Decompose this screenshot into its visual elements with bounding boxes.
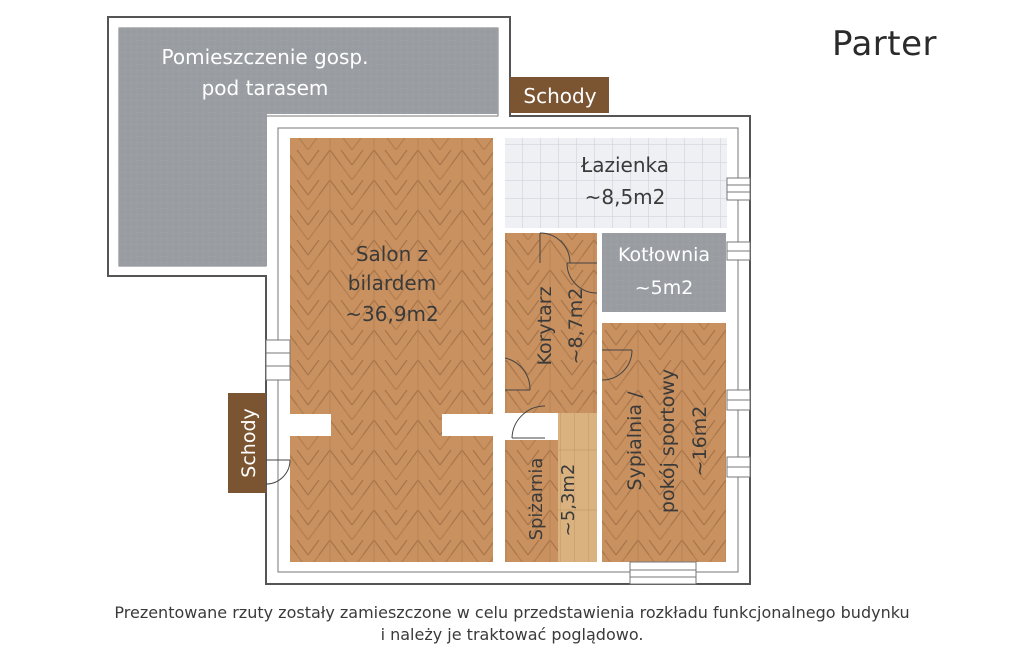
bathroom xyxy=(505,138,727,228)
floor-plan: Pomieszczenie gosp. pod tarasem Schody S… xyxy=(107,16,751,585)
doors xyxy=(265,228,633,485)
bedroom-area: ~16m2 xyxy=(689,406,711,477)
storage-room-label-1: Pomieszczenie gosp. xyxy=(162,45,369,69)
stairs-left xyxy=(228,393,266,493)
corridor-area: ~8,7m2 xyxy=(565,288,587,365)
corridor-label: Korytarz xyxy=(534,286,556,365)
living-room xyxy=(290,138,493,562)
living-room-label-2: bilardem xyxy=(348,271,436,295)
boiler-room-label: Kotłownia xyxy=(618,244,710,266)
disclaimer: Prezentowane rzuty zostały zamieszczone … xyxy=(0,602,1024,646)
pantry xyxy=(505,440,558,562)
storage-room xyxy=(119,28,498,114)
boiler-room xyxy=(602,233,726,312)
storage-room-label-2: pod tarasem xyxy=(202,76,329,100)
boiler-room-area: ~5m2 xyxy=(635,277,694,299)
stairs-top xyxy=(510,77,609,113)
storage-room-lower xyxy=(119,114,267,266)
living-room-label-1: Salon z xyxy=(356,242,428,266)
stairs-top-label: Schody xyxy=(523,84,596,108)
living-room-area: ~36,9m2 xyxy=(345,302,439,326)
pantry-area: ~5,3m2 xyxy=(558,464,579,537)
bathroom-area: ~8,5m2 xyxy=(585,185,666,209)
bathroom-label: Łazienka xyxy=(580,153,669,177)
disclaimer-line-2: i należy je traktować poglądowo. xyxy=(380,625,644,644)
stairs-left-label: Schody xyxy=(238,408,260,477)
bedroom xyxy=(602,323,726,562)
page-title: Parter xyxy=(832,24,938,64)
pantry-label: Spiżarnia xyxy=(526,458,547,541)
bedroom-label-1: Sypialnia / xyxy=(624,391,646,491)
windows xyxy=(265,177,751,585)
disclaimer-line-1: Prezentowane rzuty zostały zamieszczone … xyxy=(114,603,910,622)
bedroom-label-2: pokój sportowy xyxy=(657,369,679,513)
corridor-lower xyxy=(558,413,597,562)
